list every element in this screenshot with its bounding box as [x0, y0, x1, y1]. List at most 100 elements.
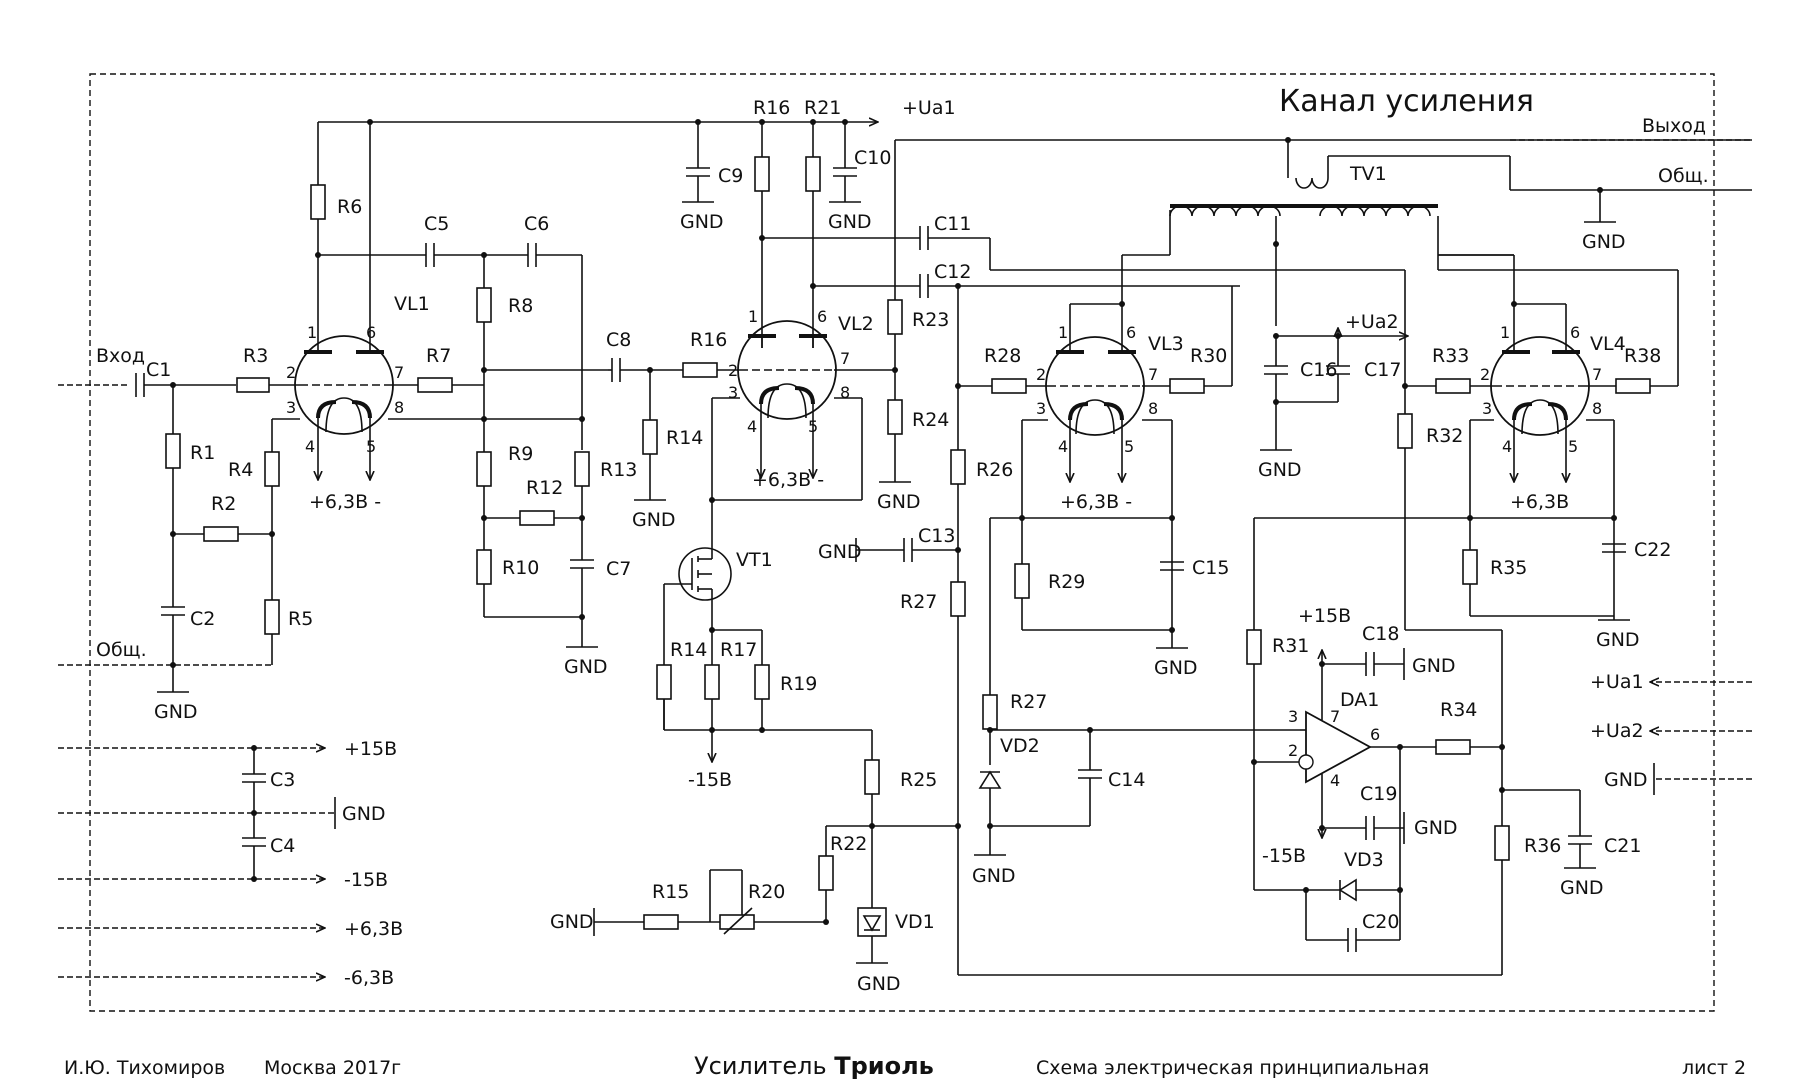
svg-text:R23: R23	[912, 309, 949, 331]
c3-capacitor: C3	[242, 769, 295, 791]
svg-text:C6: C6	[524, 213, 549, 235]
c20-capacitor: C20	[1347, 911, 1399, 952]
svg-text:C1: C1	[146, 359, 171, 381]
svg-text:4: 4	[747, 417, 757, 436]
svg-text:R7: R7	[426, 345, 451, 367]
c13-capacitor: C13	[903, 525, 955, 562]
svg-text:R27: R27	[1010, 691, 1047, 713]
svg-text:GND: GND	[1414, 817, 1458, 839]
c11-capacitor: C11	[919, 213, 971, 250]
r28-resistor	[982, 694, 998, 730]
product-title: Усилитель Триоль	[694, 1052, 934, 1080]
r33-resistor	[1397, 413, 1413, 449]
c18-capacitor: C18	[1362, 623, 1399, 676]
da1-section: R31 DA1 3 7 2 6 4 +15В C18 GND C	[1246, 518, 1641, 975]
gnd-bus-label: GND	[342, 803, 386, 825]
svg-text:R15: R15	[652, 881, 689, 903]
svg-text:1: 1	[748, 307, 758, 326]
svg-text:R32: R32	[1426, 425, 1463, 447]
r9-resistor	[476, 451, 492, 487]
svg-text:GND: GND	[632, 509, 676, 531]
svg-text:C7: C7	[606, 558, 631, 580]
svg-text:GND: GND	[564, 656, 608, 678]
ua1-top-label: +Ua1	[902, 97, 956, 119]
svg-text:R1: R1	[190, 442, 215, 464]
sheet-number: лист 2	[1682, 1057, 1746, 1079]
svg-text:DA1: DA1	[1340, 689, 1379, 711]
r12-resistor	[519, 510, 555, 526]
vl3-tube: VL3 1 6 2 7 3 8 4 5	[1036, 323, 1184, 456]
svg-text:R22: R22	[830, 833, 867, 855]
svg-text:R3: R3	[243, 345, 268, 367]
vl2-stage: C8 R16 R14 GND VL2 1 6 2 7 3 8	[550, 307, 961, 995]
svg-text:7: 7	[394, 363, 404, 382]
c22-capacitor: C22	[1602, 539, 1671, 561]
svg-text:R36: R36	[1524, 835, 1561, 857]
p63-label: +6,3В	[344, 918, 403, 940]
r19-resistor	[754, 664, 770, 700]
svg-text:7: 7	[1330, 707, 1340, 726]
r30-resistor	[1014, 563, 1030, 599]
svg-text:R14: R14	[670, 639, 707, 661]
svg-text:2: 2	[1480, 365, 1490, 384]
svg-text:R12: R12	[526, 477, 563, 499]
tv1-transformer: TV1	[1169, 163, 1438, 217]
svg-text:VL4: VL4	[1590, 333, 1626, 355]
c21-capacitor: C21	[1568, 835, 1641, 857]
r4-resistor	[264, 451, 280, 487]
svg-text:GND: GND	[154, 701, 198, 723]
svg-text:TV1: TV1	[1349, 163, 1387, 185]
svg-text:C9: C9	[718, 165, 743, 187]
svg-text:GND: GND	[818, 541, 862, 563]
r25-resistor	[864, 759, 880, 795]
svg-text:R9: R9	[508, 443, 533, 465]
r13-resistor	[574, 451, 590, 487]
svg-text:6: 6	[1126, 323, 1136, 342]
vd2-diode: VD2	[978, 735, 1040, 789]
svg-text:R30: R30	[1190, 345, 1227, 367]
svg-text:5: 5	[366, 437, 376, 456]
svg-text:4: 4	[305, 437, 315, 456]
svg-text:1: 1	[307, 323, 317, 342]
r17-resistor	[754, 156, 770, 192]
svg-text:GND: GND	[1154, 657, 1198, 679]
vl4-heater-label: +6,3В	[1510, 491, 1569, 513]
svg-text:7: 7	[1592, 365, 1602, 384]
svg-text:R21: R21	[804, 97, 841, 119]
ua2-in-label: +Ua2	[1590, 720, 1644, 742]
svg-text:VL1: VL1	[394, 293, 430, 315]
r17b-resistor	[704, 664, 720, 700]
svg-text:2: 2	[1036, 365, 1046, 384]
svg-text:8: 8	[1148, 399, 1158, 418]
r36-resistor	[1462, 549, 1478, 585]
svg-text:8: 8	[1592, 399, 1602, 418]
svg-text:R16: R16	[690, 329, 727, 351]
svg-text:R8: R8	[508, 295, 533, 317]
r24-resistor	[887, 399, 903, 435]
author: И.Ю. Тихомиров	[64, 1057, 225, 1079]
r31-resistor	[1169, 378, 1205, 394]
vl4-tube: VL4 1 6 2 7 3 8 4 5	[1480, 323, 1626, 456]
schematic-frame	[89, 73, 1715, 1012]
c19-capacitor: C19	[1360, 783, 1397, 840]
svg-text:3: 3	[1288, 707, 1298, 726]
vl3-stage: R28 VL3 1 6 2 7 3 8 4 5 +6,3В -	[958, 210, 1300, 887]
svg-text:C5: C5	[424, 213, 449, 235]
c6-capacitor: C6	[524, 213, 549, 267]
svg-text:C10: C10	[854, 147, 891, 169]
r6-resistor	[310, 184, 326, 220]
svg-text:GND: GND	[857, 973, 901, 995]
svg-text:4: 4	[1058, 437, 1068, 456]
c10-capacitor: C10	[833, 147, 891, 177]
svg-text:GND: GND	[1412, 655, 1456, 677]
r26-resistor	[950, 449, 966, 485]
svg-text:6: 6	[1570, 323, 1580, 342]
opamp-supply-p-label: +15В	[1298, 605, 1351, 627]
r15-resistor	[643, 914, 679, 930]
r32-resistor	[1246, 629, 1262, 665]
svg-text:R10: R10	[502, 557, 539, 579]
c8-capacitor: C8	[606, 329, 631, 382]
c9-capacitor: C9	[686, 165, 743, 187]
svg-text:6: 6	[1370, 725, 1380, 744]
